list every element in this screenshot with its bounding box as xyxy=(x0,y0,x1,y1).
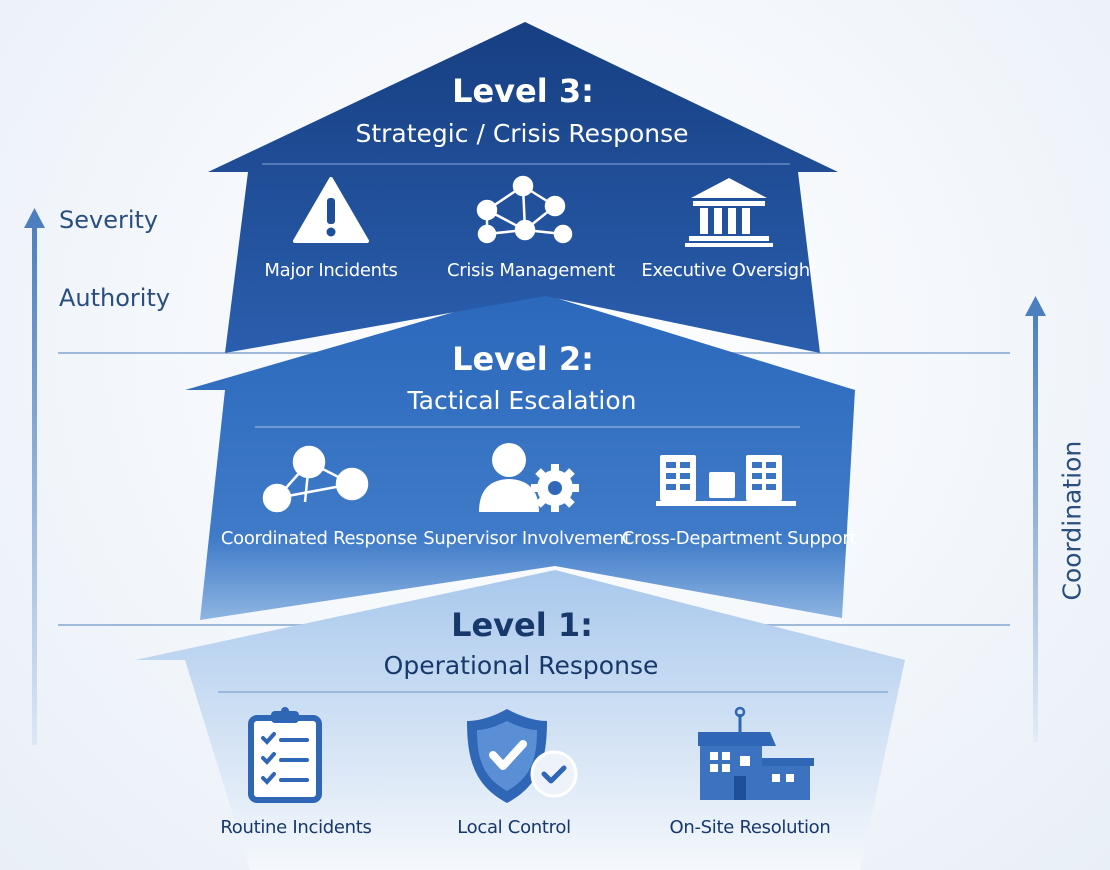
authority-label: Authority xyxy=(59,284,171,312)
level-1-subtitle: Operational Response xyxy=(383,651,659,680)
level-1-item-on-site-resolution: On-Site Resolution xyxy=(669,817,831,838)
level-1-item-local-control: Local Control xyxy=(457,817,571,838)
level-3-item-major-incidents: Major Incidents xyxy=(264,260,398,281)
severity-axis-arrowhead xyxy=(24,208,45,228)
connected-nodes-icon xyxy=(262,445,369,513)
clipboard-checklist-icon xyxy=(248,707,322,803)
severity-axis-line xyxy=(32,225,37,745)
severity-label: Severity xyxy=(59,206,159,234)
level-2-title: Level 2: xyxy=(452,340,594,378)
coordination-axis-line xyxy=(1033,312,1038,742)
building-icon xyxy=(698,706,814,800)
coordination-axis-arrowhead xyxy=(1025,296,1046,316)
level-2-item-supervisor-involvement: Supervisor Involvement xyxy=(423,528,631,549)
warning-icon xyxy=(293,177,369,243)
level-3-subtitle: Strategic / Crisis Response xyxy=(355,119,689,148)
level-3-title: Level 3: xyxy=(452,72,594,110)
government-building-icon xyxy=(685,178,773,247)
level-2-item-cross-department-support: Cross-Department Support xyxy=(621,528,857,549)
network-icon xyxy=(476,175,573,244)
level-3-item-crisis-management: Crisis Management xyxy=(447,260,615,281)
departments-icon xyxy=(656,455,796,506)
level-2-subtitle: Tactical Escalation xyxy=(407,386,637,415)
shield-check-icon xyxy=(467,709,578,803)
coordination-label: Coordination xyxy=(1057,440,1087,601)
supervisor-gear-icon xyxy=(479,443,579,512)
level-1-title: Level 1: xyxy=(451,606,593,644)
level-3-item-executive-oversight: Executive Oversight xyxy=(641,260,817,281)
level-1-item-routine-incidents: Routine Incidents xyxy=(220,817,372,838)
level-2-item-coordinated-response: Coordinated Response xyxy=(220,528,418,549)
